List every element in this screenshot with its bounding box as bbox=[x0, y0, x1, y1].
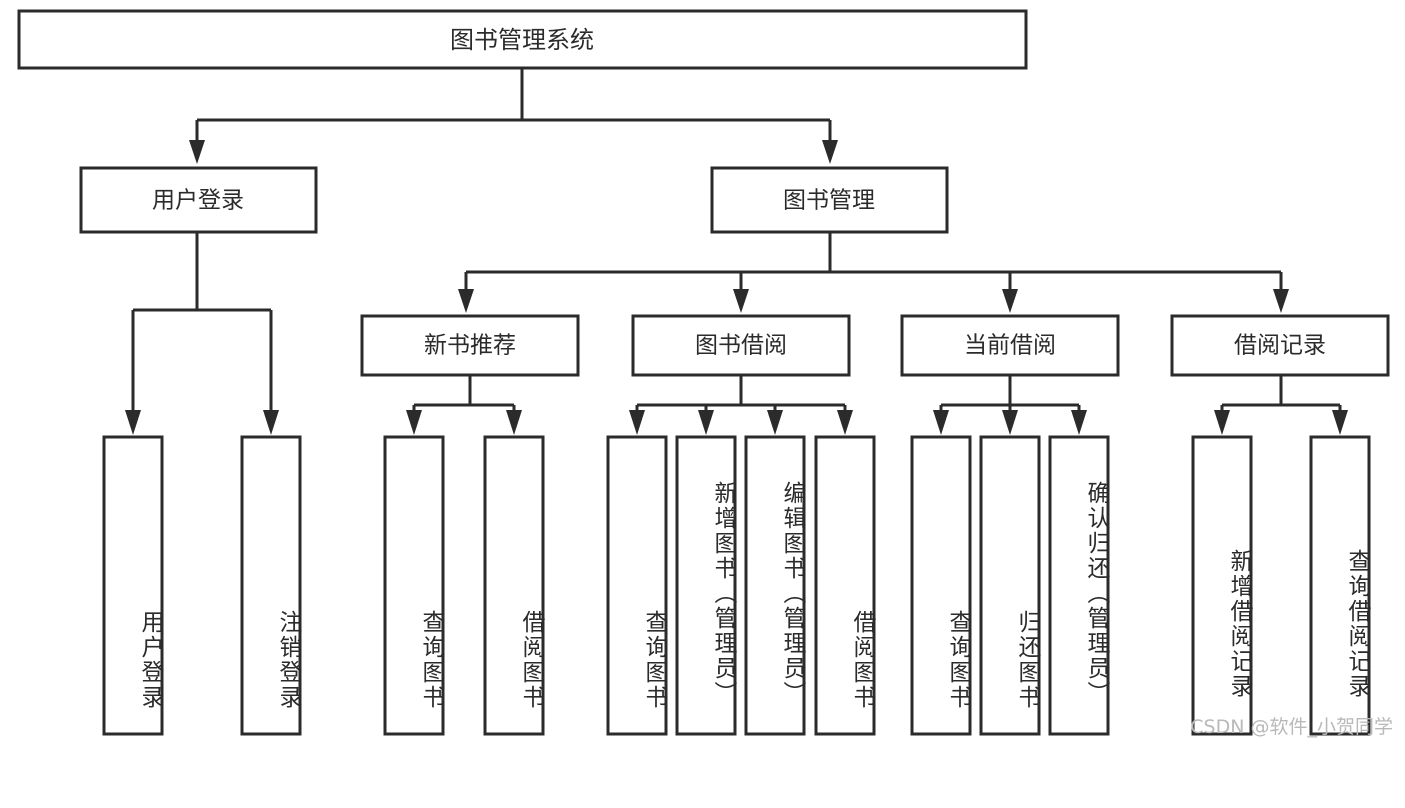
node-current-borrow[interactable]: 当前借阅 bbox=[900, 314, 1120, 377]
arrow-to-current-borrow bbox=[1002, 289, 1018, 313]
node-new-book-recommend-rect[interactable] bbox=[360, 314, 580, 377]
leaf-rect-bb-query-book[interactable] bbox=[606, 435, 668, 736]
leaf-rect-user-login[interactable] bbox=[102, 435, 164, 736]
connectors-new-book-recommend-to-leaves bbox=[406, 375, 522, 435]
node-current-borrow-label: 当前借阅 bbox=[964, 333, 1056, 359]
node-current-borrow-rect[interactable] bbox=[900, 314, 1120, 377]
connectors-book-borrow-to-leaves bbox=[629, 375, 853, 435]
csdn-watermark: CSDN @软件_小贺同学 bbox=[1190, 716, 1393, 738]
node-book-borrow-label: 图书借阅 bbox=[695, 333, 787, 359]
arrow-to-new-book-recommend bbox=[458, 289, 474, 313]
arrow-leaf-cb-confirm bbox=[1071, 410, 1087, 435]
node-book-borrow[interactable]: 图书借阅 bbox=[631, 314, 851, 377]
arrow-leaf-bb-borrow bbox=[837, 410, 853, 435]
connectors-borrow-record-to-leaves bbox=[1214, 375, 1348, 435]
node-borrow-record-label: 借阅记录 bbox=[1234, 333, 1326, 359]
node-user-login[interactable]: 用户登录 bbox=[79, 166, 318, 234]
leaf-rect-bb-borrow-book[interactable] bbox=[814, 435, 876, 736]
leaf-nodes bbox=[102, 435, 1371, 736]
arrow-leaf-bb-edit bbox=[767, 410, 783, 435]
arrow-to-book-mgmt bbox=[822, 140, 838, 164]
node-root-rect[interactable] bbox=[17, 9, 1028, 70]
node-user-login-label: 用户登录 bbox=[152, 188, 244, 214]
arrow-to-borrow-record bbox=[1273, 289, 1289, 313]
leaf-rect-cb-confirm-return[interactable] bbox=[1048, 435, 1110, 736]
node-book-borrow-rect[interactable] bbox=[631, 314, 851, 377]
leaf-rect-br-add-record[interactable] bbox=[1191, 435, 1253, 736]
arrow-leaf-bb-query bbox=[629, 410, 645, 435]
node-root[interactable]: 图书管理系统 bbox=[17, 9, 1028, 70]
arrow-to-book-borrow bbox=[733, 289, 749, 313]
arrow-leaf-nbr-query bbox=[406, 410, 422, 435]
book-management-system-tree-diagram: 图书管理系统 用户登录 图书管理 新书推荐 图书借阅 当前借阅 借阅记录 bbox=[17, 9, 1393, 738]
arrow-leaf-user-login bbox=[125, 410, 141, 435]
node-book-management-rect[interactable] bbox=[710, 166, 949, 234]
arrow-leaf-nbr-borrow bbox=[506, 410, 522, 435]
arrow-leaf-bb-add bbox=[698, 410, 714, 435]
arrow-leaf-cb-query bbox=[933, 410, 949, 435]
node-borrow-record[interactable]: 借阅记录 bbox=[1170, 314, 1390, 377]
connectors-book-mgmt-to-level3 bbox=[458, 232, 1289, 313]
connectors-user-login-to-leaves bbox=[125, 232, 279, 435]
arrow-to-user-login bbox=[189, 140, 205, 164]
leaf-rect-bb-add-book[interactable] bbox=[675, 435, 737, 736]
arrow-leaf-cb-return bbox=[1002, 410, 1018, 435]
leaf-rect-cb-return-book[interactable] bbox=[979, 435, 1041, 736]
node-book-management[interactable]: 图书管理 bbox=[710, 166, 949, 234]
leaf-rect-bb-edit-book[interactable] bbox=[744, 435, 806, 736]
node-book-management-label: 图书管理 bbox=[783, 188, 875, 214]
leaf-rect-nbr-borrow-book[interactable] bbox=[483, 435, 545, 736]
leaf-rect-logout[interactable] bbox=[240, 435, 302, 736]
node-new-book-recommend[interactable]: 新书推荐 bbox=[360, 314, 580, 377]
node-user-login-rect[interactable] bbox=[79, 166, 318, 234]
connectors-root-to-level2 bbox=[189, 68, 838, 164]
arrow-leaf-br-query bbox=[1332, 410, 1348, 435]
leaf-rect-nbr-query-book[interactable] bbox=[383, 435, 445, 736]
node-new-book-recommend-label: 新书推荐 bbox=[424, 333, 516, 359]
node-root-label: 图书管理系统 bbox=[450, 26, 594, 54]
connectors-current-borrow-to-leaves bbox=[933, 375, 1087, 435]
leaf-rect-br-query-record[interactable] bbox=[1309, 435, 1371, 736]
tree-diagram-canvas: 图书管理系统 用户登录 图书管理 新书推荐 图书借阅 当前借阅 借阅记录 bbox=[17, 9, 1390, 736]
arrow-leaf-logout bbox=[263, 410, 279, 435]
leaf-rect-cb-query-book[interactable] bbox=[910, 435, 972, 736]
arrow-leaf-br-add bbox=[1214, 410, 1230, 435]
node-borrow-record-rect[interactable] bbox=[1170, 314, 1390, 377]
